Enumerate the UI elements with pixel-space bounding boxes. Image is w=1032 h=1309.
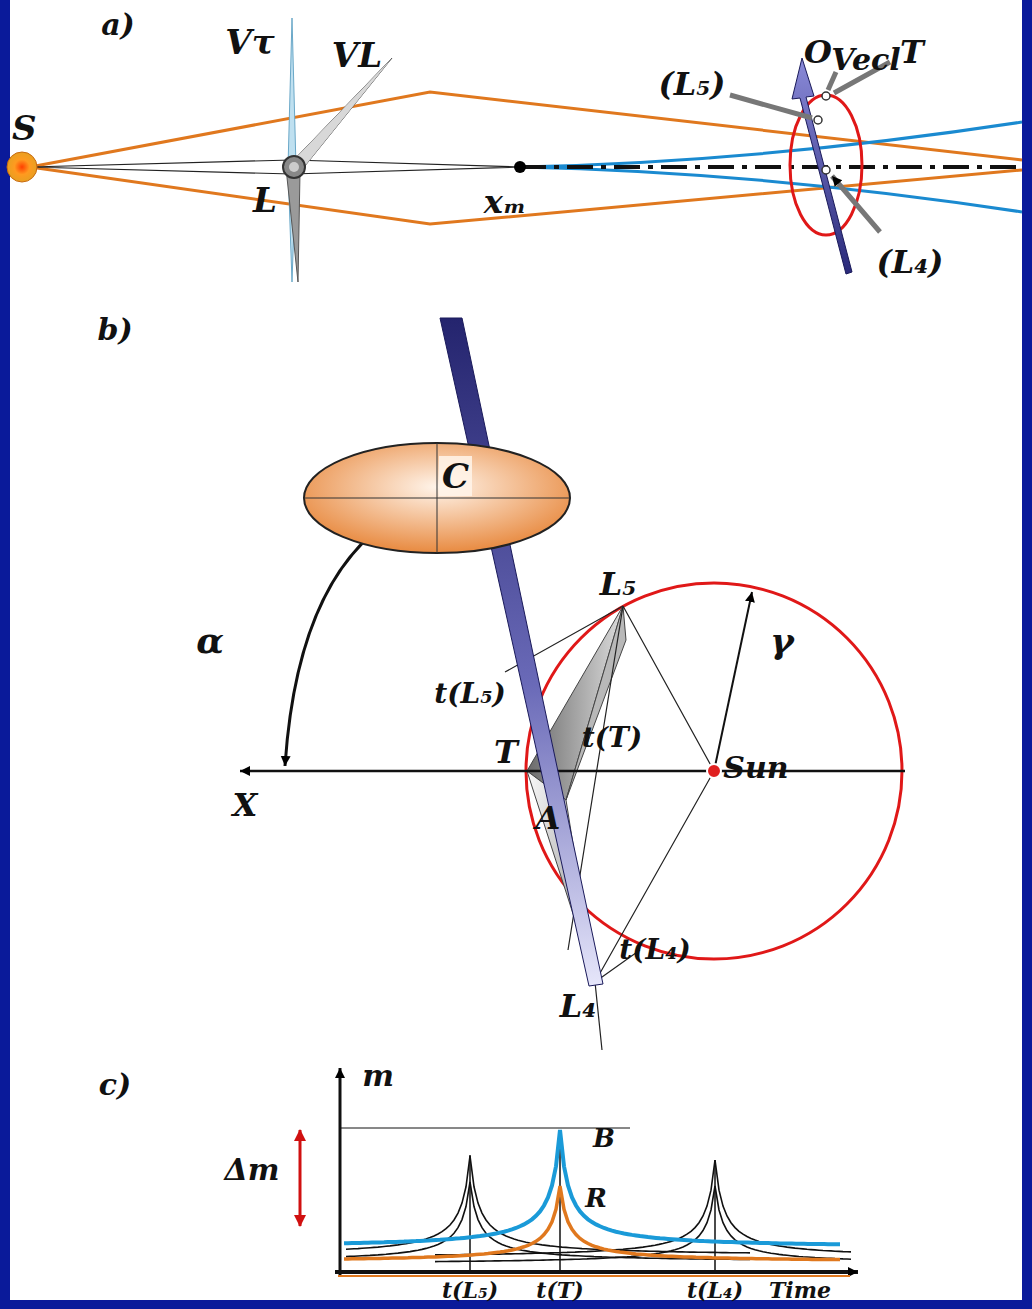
velocity-label: Vecl bbox=[831, 45, 900, 75]
point-label: L₄ bbox=[560, 990, 597, 1022]
panel-c bbox=[300, 1068, 858, 1276]
panel-b bbox=[240, 318, 905, 1050]
point-label: T bbox=[494, 736, 518, 768]
panel-letter: b) bbox=[97, 315, 132, 345]
point-label: A bbox=[536, 802, 561, 834]
time-label: t(T) bbox=[536, 1279, 583, 1301]
sun-label: Sun bbox=[723, 753, 788, 783]
drawing-stroke bbox=[520, 165, 1022, 169]
point-label: O bbox=[804, 36, 832, 68]
point-label: (L₅) bbox=[659, 68, 726, 100]
axis-label: m bbox=[362, 1061, 394, 1091]
drawing-stroke bbox=[822, 92, 830, 100]
drawing-stroke bbox=[814, 116, 822, 124]
panel-letter: c) bbox=[99, 1070, 131, 1100]
drawing-stroke bbox=[283, 156, 305, 178]
drawing-stroke bbox=[730, 62, 890, 232]
panel-a bbox=[7, 18, 1022, 282]
orange-ellipse: C bbox=[302, 441, 572, 555]
drawing-stroke bbox=[338, 1275, 850, 1277]
drawing-stroke bbox=[7, 152, 37, 182]
point-label: xₘ bbox=[484, 186, 526, 218]
drawing-stroke bbox=[289, 162, 299, 172]
point-label: L₅ bbox=[600, 568, 637, 600]
drawing-stroke bbox=[520, 122, 1022, 212]
magnitude-label: Δm bbox=[224, 1155, 279, 1185]
curve-label: B bbox=[593, 1125, 615, 1151]
drawing-stroke bbox=[335, 1270, 858, 1274]
lens-label: L bbox=[253, 183, 277, 217]
ellipse-shape bbox=[302, 441, 572, 555]
drawing-stroke bbox=[514, 161, 526, 173]
drawing-stroke bbox=[30, 92, 1022, 224]
point-label: T bbox=[900, 36, 924, 68]
time-label: t(T) bbox=[582, 724, 642, 752]
drawing-stroke bbox=[340, 1128, 630, 1129]
drawing-stroke bbox=[30, 160, 520, 174]
point-label: (L₄) bbox=[877, 246, 944, 278]
panel-letter: a) bbox=[101, 10, 135, 40]
time-label: t(L₅) bbox=[434, 680, 505, 708]
velocity-label: VL bbox=[332, 38, 382, 72]
node-label: C bbox=[439, 456, 472, 496]
light-curve bbox=[435, 1160, 851, 1255]
drawing-stroke bbox=[440, 318, 603, 986]
drawing-stroke bbox=[286, 58, 392, 172]
time-label: t(L₄) bbox=[619, 936, 690, 964]
axis-label: Time bbox=[769, 1279, 831, 1301]
angle-label: γ bbox=[770, 622, 794, 658]
curve-label: R bbox=[585, 1185, 607, 1211]
drawing-stroke bbox=[339, 1068, 342, 1275]
drawing-stroke bbox=[299, 1130, 302, 1226]
source-label: S bbox=[12, 111, 37, 145]
light-curve bbox=[344, 1130, 840, 1244]
drawing-stroke bbox=[240, 770, 905, 773]
light-curve bbox=[435, 1186, 851, 1262]
axis-label: X bbox=[233, 789, 258, 821]
time-label: t(L₄) bbox=[687, 1279, 743, 1301]
drawing-stroke bbox=[707, 764, 721, 778]
panel-ground bbox=[10, 0, 1022, 1300]
angle-label: α bbox=[196, 622, 224, 658]
drawing-stroke bbox=[714, 592, 752, 771]
time-label: t(L₅) bbox=[442, 1279, 498, 1301]
velocity-label: Vτ bbox=[225, 25, 274, 59]
drawing-stroke bbox=[822, 166, 830, 174]
